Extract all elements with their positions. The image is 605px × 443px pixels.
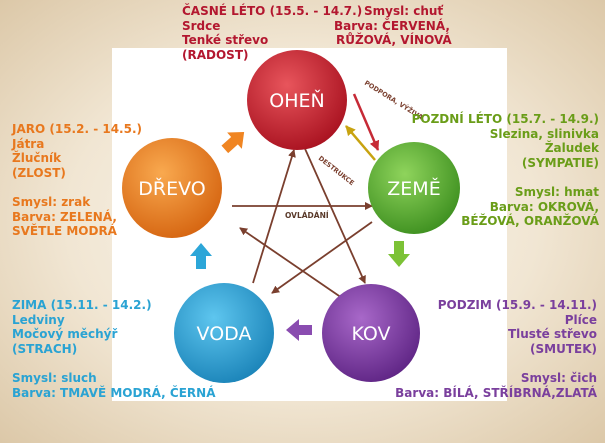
destruction-arrow [345, 125, 376, 161]
metal-info-season: PODZIM (15.9. - 14.11.) [437, 298, 597, 312]
earth-info-organ1: Slezina, slinivka [489, 126, 599, 141]
element-water-label: VODA [197, 323, 252, 345]
support-arrow [352, 93, 380, 151]
control-arrow-metal-wood [239, 227, 346, 301]
element-wood-label: DŘEVO [138, 177, 205, 200]
earth-info-sense: Smysl: hmat [514, 184, 599, 199]
water-info-sense: Smysl: sluch [12, 370, 97, 385]
earth-info-color1: Barva: OKROVÁ, [489, 199, 599, 214]
wood-info-emotion: (ZLOST) [12, 165, 66, 180]
fire-info-emotion: (RADOST) [182, 47, 249, 62]
wood-info-color2: SVĚTLE MODRÁ [12, 224, 117, 239]
water-info: ZIMA (15.11. - 14.2.) Ledviny Močový měc… [12, 298, 215, 400]
generation-arrows [190, 131, 410, 341]
control-star [232, 141, 373, 301]
water-info-organ2: Močový měchýř [12, 327, 118, 342]
element-metal-label: KOV [351, 323, 390, 345]
fire-info-color-values: RŮŽOVÁ, VÍNOVÁ [336, 33, 452, 48]
destruction-label: DESTRUKCE [317, 154, 356, 187]
wood-info-organ1: Játra [12, 136, 45, 151]
metal-info-sense: Smysl: čich [520, 370, 597, 385]
arrow-water-wood [190, 243, 212, 269]
earth-info-emotion: (SYMPATIE) [521, 155, 599, 170]
arrow-earth-metal [388, 241, 410, 267]
water-info-emotion: (STRACH) [12, 341, 78, 356]
fire-info-color-label: Barva: ČERVENÁ, [334, 18, 450, 33]
earth-info-color2: BÉŽOVÁ, ORANŽOVÁ [461, 214, 599, 229]
control-arrow-water-fire [252, 149, 296, 284]
element-metal: KOV [322, 284, 420, 382]
metal-info-organ1: Plíce [564, 312, 597, 327]
earth-info: POZDNÍ LÉTO (15.7. - 14.9.) Slezina, sli… [412, 112, 599, 229]
fire-info-organ2: Tenké střevo [182, 33, 269, 48]
element-earth-label: ZEMĚ [387, 177, 440, 200]
water-info-organ1: Ledviny [12, 312, 65, 327]
wood-info-season: JARO (15.2. - 14.5.) [12, 122, 143, 136]
fire-info-season: ČASNÉ LÉTO (15.5. - 14.7.) [182, 4, 363, 18]
element-wood: DŘEVO [122, 138, 222, 238]
metal-info-emotion: (SMUTEK) [530, 341, 597, 356]
earth-info-organ2: Žaludek [544, 141, 599, 156]
arrow-metal-water [286, 319, 312, 341]
fire-info-sense: Smysl: chuť [364, 4, 444, 18]
control-arrow-fire-metal [301, 141, 366, 284]
control-label: OVLÁDÁNÍ [285, 211, 329, 220]
metal-info-color1: Barva: BÍLÁ, STŘÍBRNÁ,ZLATÁ [395, 385, 597, 400]
metal-info: PODZIM (15.9. - 14.11.) Plíce Tlusté stř… [395, 298, 597, 400]
metal-info-organ2: Tlusté střevo [507, 327, 597, 342]
wood-info: JARO (15.2. - 14.5.) Játra Žlučník (ZLOS… [12, 122, 142, 239]
wood-info-sense: Smysl: zrak [12, 194, 91, 209]
element-earth: ZEMĚ [368, 142, 460, 234]
element-fire: OHEŇ [247, 50, 347, 150]
element-fire-label: OHEŇ [269, 89, 324, 112]
earth-info-season: POZDNÍ LÉTO (15.7. - 14.9.) [411, 112, 599, 126]
wood-info-organ2: Žlučník [12, 151, 62, 166]
element-water: VODA [174, 283, 274, 383]
fire-info-organ1: Srdce [182, 18, 221, 33]
wood-info-color1: Barva: ZELENÁ, [12, 209, 117, 224]
water-info-color1: Barva: TMAVĚ MODRÁ, ČERNÁ [12, 385, 216, 400]
arrow-wood-fire [221, 131, 245, 154]
control-arrow-earth-water [271, 221, 373, 294]
water-info-season: ZIMA (15.11. - 14.2.) [12, 298, 152, 312]
